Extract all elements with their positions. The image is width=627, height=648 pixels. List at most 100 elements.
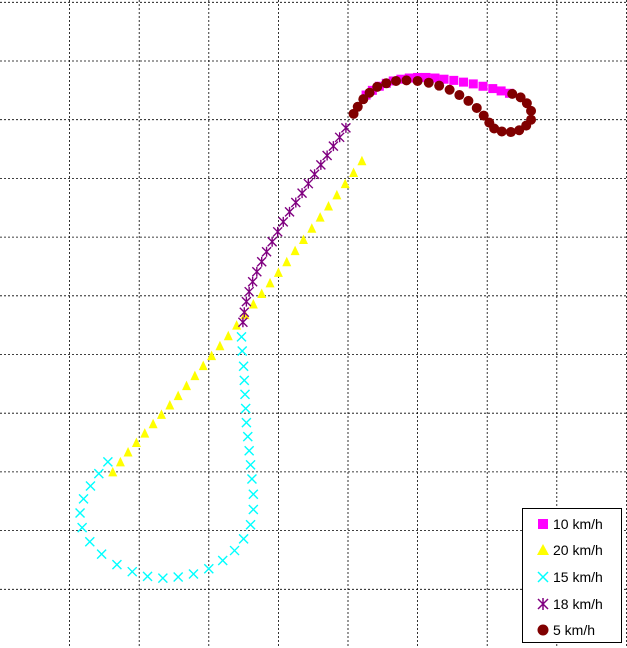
data-point bbox=[148, 418, 158, 429]
data-point bbox=[521, 98, 532, 109]
data-point bbox=[248, 489, 259, 500]
data-point bbox=[332, 189, 342, 200]
data-point bbox=[278, 216, 289, 227]
data-point bbox=[340, 178, 350, 189]
data-point bbox=[239, 375, 250, 386]
data-point bbox=[434, 80, 445, 91]
data-point bbox=[444, 84, 455, 95]
data-point bbox=[489, 123, 500, 134]
data-point bbox=[127, 566, 138, 577]
data-point bbox=[238, 533, 249, 544]
data-point bbox=[241, 417, 252, 428]
data-point bbox=[78, 493, 89, 504]
data-point bbox=[236, 331, 247, 342]
data-point bbox=[203, 563, 214, 574]
data-point bbox=[75, 507, 86, 518]
data-point bbox=[496, 86, 506, 96]
data-point bbox=[245, 459, 256, 470]
data-point bbox=[242, 431, 253, 442]
data-point bbox=[240, 403, 251, 414]
data-point bbox=[459, 77, 469, 87]
data-point bbox=[430, 73, 440, 83]
data-point bbox=[256, 256, 267, 267]
data-point bbox=[396, 74, 406, 84]
data-point bbox=[215, 340, 225, 351]
data-point bbox=[401, 75, 412, 86]
legend-label: 15 km/h bbox=[553, 569, 603, 585]
data-point bbox=[412, 75, 423, 86]
chart-legend: 10 km/h 20 km/h 15 km/h 18 km/h 5 km/h bbox=[522, 508, 622, 643]
data-point bbox=[307, 223, 317, 233]
data-point bbox=[84, 536, 95, 547]
data-point bbox=[290, 197, 301, 208]
data-point bbox=[298, 234, 308, 244]
data-point bbox=[324, 200, 334, 211]
data-point bbox=[463, 95, 474, 106]
data-point bbox=[157, 573, 168, 584]
data-point bbox=[273, 267, 283, 277]
data-point bbox=[239, 307, 250, 318]
data-point bbox=[156, 409, 166, 419]
data-point bbox=[372, 81, 383, 92]
series-18-km-h bbox=[237, 122, 351, 328]
data-point bbox=[237, 317, 248, 328]
series-15-km-h bbox=[75, 331, 259, 584]
legend-entry: 15 km/h bbox=[523, 564, 623, 590]
data-point bbox=[364, 87, 375, 98]
data-point bbox=[507, 88, 518, 99]
data-point bbox=[505, 127, 516, 138]
data-point bbox=[352, 101, 363, 112]
data-point bbox=[421, 72, 431, 82]
series-5-km-h bbox=[348, 75, 537, 138]
data-point bbox=[207, 350, 217, 361]
legend-x-marker bbox=[537, 571, 549, 583]
data-point bbox=[261, 246, 272, 257]
data-point bbox=[315, 212, 325, 222]
data-point bbox=[334, 132, 345, 143]
legend-triangle-marker bbox=[537, 544, 549, 555]
legend-entry: 10 km/h bbox=[523, 511, 623, 537]
data-point bbox=[315, 159, 326, 170]
data-point bbox=[340, 122, 351, 133]
data-point bbox=[246, 473, 257, 484]
legend-entry: 20 km/h bbox=[523, 537, 623, 563]
data-point bbox=[471, 102, 482, 113]
data-point bbox=[244, 286, 255, 297]
data-point bbox=[232, 320, 242, 330]
data-point bbox=[241, 296, 252, 307]
data-point bbox=[251, 266, 262, 277]
data-point bbox=[309, 169, 320, 180]
data-point bbox=[454, 90, 465, 101]
data-point bbox=[526, 114, 537, 125]
data-point bbox=[358, 94, 369, 105]
data-point bbox=[284, 206, 295, 217]
data-point bbox=[478, 81, 488, 91]
legend-asterisk-marker bbox=[537, 598, 549, 610]
data-point bbox=[173, 571, 184, 582]
data-point bbox=[237, 345, 248, 356]
legend-label: 18 km/h bbox=[553, 596, 603, 612]
data-point bbox=[297, 188, 308, 199]
data-point bbox=[173, 390, 183, 401]
series-20-km-h bbox=[108, 155, 367, 477]
legend-circle-marker bbox=[537, 624, 549, 636]
data-point bbox=[272, 226, 283, 237]
data-point bbox=[468, 79, 478, 89]
data-point bbox=[496, 126, 507, 137]
chart-marks bbox=[75, 72, 537, 584]
data-point bbox=[290, 245, 300, 256]
data-point bbox=[282, 256, 292, 267]
data-point bbox=[248, 504, 259, 515]
data-point bbox=[102, 456, 113, 467]
data-point bbox=[248, 299, 258, 309]
data-point bbox=[267, 236, 278, 247]
data-point bbox=[439, 74, 449, 84]
data-point bbox=[526, 105, 537, 116]
legend-square-marker bbox=[538, 519, 548, 529]
legend-label: 20 km/h bbox=[553, 542, 603, 558]
data-point bbox=[123, 446, 133, 457]
data-point bbox=[165, 399, 175, 410]
data-point bbox=[381, 78, 392, 89]
data-point bbox=[188, 569, 199, 580]
